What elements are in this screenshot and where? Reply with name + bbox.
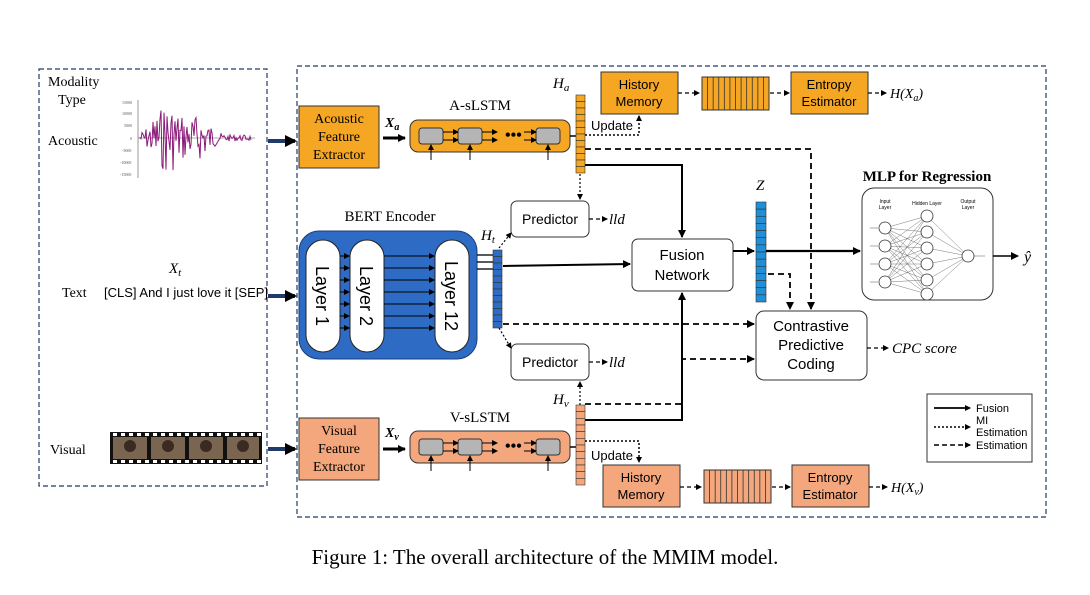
architecture-diagram: Modality Type Acoustic Text Visual 15000… — [38, 65, 1047, 518]
mlp-hidden-layer: Hidden Layer — [912, 201, 942, 207]
visual-update-label: Update — [591, 448, 633, 463]
visual-entropy-line1: Entropy — [808, 470, 853, 485]
xv-label: Xv — [384, 426, 399, 443]
acoustic-update-label: Update — [591, 118, 633, 133]
legend — [926, 393, 1033, 463]
a-slstm-cells: ••• — [418, 127, 561, 160]
acoustic-entropy-line2: Estimator — [802, 94, 858, 109]
text-var-xt: Xt — [168, 261, 182, 279]
legend-fusion: Fusion — [976, 403, 1009, 415]
bert-layer-1 — [305, 239, 341, 353]
visual-feature-extractor — [298, 417, 380, 481]
acoustic-entropy-estimator — [790, 71, 869, 115]
svg-text:10000: 10000 — [122, 111, 132, 116]
modality-panel — [38, 68, 268, 487]
modality-type-line2: Type — [58, 93, 86, 108]
layer-12-label: Layer 12 — [441, 261, 461, 331]
acoustic-waveform: 15000 10000 5000 0 -5000 -10000 -15000 — [120, 100, 255, 178]
layer-1-label: Layer 1 — [312, 266, 332, 326]
hv-feature-bar — [575, 404, 586, 486]
acoustic-feature-extractor — [298, 105, 380, 169]
legend-mi-1: MI — [976, 415, 988, 427]
acoustic-extractor-line3: Extractor — [313, 148, 365, 163]
visual-label: Visual — [50, 443, 86, 458]
visual-memory-queue — [703, 469, 772, 504]
ha-feature-bar — [575, 94, 586, 174]
svg-text:5000: 5000 — [124, 123, 132, 128]
mlp-input-layer-1: Input — [879, 199, 891, 205]
mlp-output-layer-2: Layer — [962, 205, 975, 211]
fusion-line1: Fusion — [659, 247, 704, 264]
text-label: Text — [62, 286, 87, 301]
svg-text:•••: ••• — [505, 438, 522, 455]
acoustic-history-line2: Memory — [616, 94, 663, 109]
visual-extractor-line3: Extractor — [313, 460, 365, 475]
lld-top: lld — [609, 212, 625, 228]
acoustic-memory-queue — [701, 76, 770, 111]
visual-film-strip — [110, 432, 262, 464]
acoustic-label: Acoustic — [48, 134, 98, 149]
acoustic-history-line1: History — [619, 77, 660, 92]
fusion-line2: Network — [654, 267, 710, 284]
mlp-output-layer-1: Output — [960, 199, 976, 205]
v-slstm-title: V-sLSTM — [450, 410, 510, 426]
visual-entropy-estimator — [791, 464, 870, 508]
bert-layer-connections — [340, 253, 435, 331]
svg-text:15000: 15000 — [122, 100, 132, 105]
mlp-title: MLP for Regression — [863, 169, 992, 185]
a-slstm-title: A-sLSTM — [449, 98, 511, 114]
layer-2-label: Layer 2 — [356, 266, 376, 326]
lld-bottom: lld — [609, 355, 625, 371]
text-input-sentence: [CLS] And I just love it [SEP] — [104, 285, 268, 300]
acoustic-extractor-line1: Acoustic — [314, 112, 364, 127]
acoustic-entropy-output: H(Xa) — [889, 87, 923, 104]
legend-estimation: Estimation — [976, 440, 1027, 452]
svg-text:-10000: -10000 — [120, 160, 131, 165]
visual-extractor-line1: Visual — [321, 424, 357, 439]
cpc-score: CPC score — [892, 341, 957, 357]
cpc-line3: Coding — [787, 356, 835, 373]
fusion-network — [631, 238, 734, 292]
mlp-input-layer-2: Layer — [879, 205, 892, 211]
visual-entropy-output: H(Xv) — [890, 481, 924, 498]
z-label: Z — [756, 178, 765, 194]
legend-mi-2: Estimation — [976, 427, 1027, 439]
figure-caption: Figure 1: The overall architecture of th… — [311, 545, 779, 569]
y-hat-output: ŷ — [1022, 249, 1032, 266]
svg-text:-15000: -15000 — [120, 172, 131, 177]
svg-text:-5000: -5000 — [122, 148, 131, 153]
bert-layer-12 — [434, 239, 470, 353]
ht-feature-bar — [492, 249, 503, 329]
svg-text:0: 0 — [130, 136, 132, 141]
acoustic-history-memory — [600, 71, 679, 115]
acoustic-entropy-line1: Entropy — [807, 77, 852, 92]
xa-label: Xa — [384, 116, 399, 133]
v-slstm-cells: ••• — [418, 438, 561, 471]
predictor-bottom-label: Predictor — [522, 354, 578, 370]
ha-label: Ha — [552, 76, 570, 94]
visual-history-memory — [602, 464, 681, 508]
bert-title: BERT Encoder — [345, 209, 436, 225]
cpc-line2: Predictive — [778, 337, 844, 354]
cpc-line1: Contrastive — [773, 318, 849, 335]
svg-text:•••: ••• — [505, 127, 522, 144]
predictor-top-label: Predictor — [522, 211, 578, 227]
visual-history-line1: History — [621, 470, 662, 485]
z-feature-bar — [755, 201, 767, 303]
acoustic-extractor-line2: Feature — [318, 130, 360, 145]
visual-entropy-line2: Estimator — [803, 487, 859, 502]
visual-history-line2: Memory — [618, 487, 665, 502]
visual-extractor-line2: Feature — [318, 442, 360, 457]
bert-layer-2 — [349, 239, 385, 353]
mlp-network-graph — [870, 209, 985, 301]
hv-label: Hv — [552, 392, 569, 410]
contrastive-predictive-coding — [755, 310, 868, 381]
modality-type-line1: Modality — [48, 75, 99, 90]
ht-label: Ht — [480, 228, 496, 246]
